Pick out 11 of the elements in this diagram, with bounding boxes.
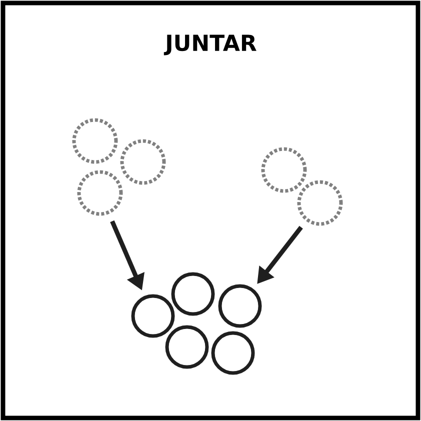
dashed-circle <box>120 139 166 185</box>
circle <box>165 325 209 369</box>
dashed-circle <box>297 180 343 226</box>
dashed-circle <box>77 170 123 216</box>
circle <box>171 272 215 316</box>
circle <box>131 294 175 338</box>
dashed-circle <box>261 147 307 193</box>
title: JUNTAR <box>164 34 256 56</box>
dashed-circle <box>72 118 118 164</box>
circle <box>211 331 255 375</box>
circle <box>218 284 262 328</box>
